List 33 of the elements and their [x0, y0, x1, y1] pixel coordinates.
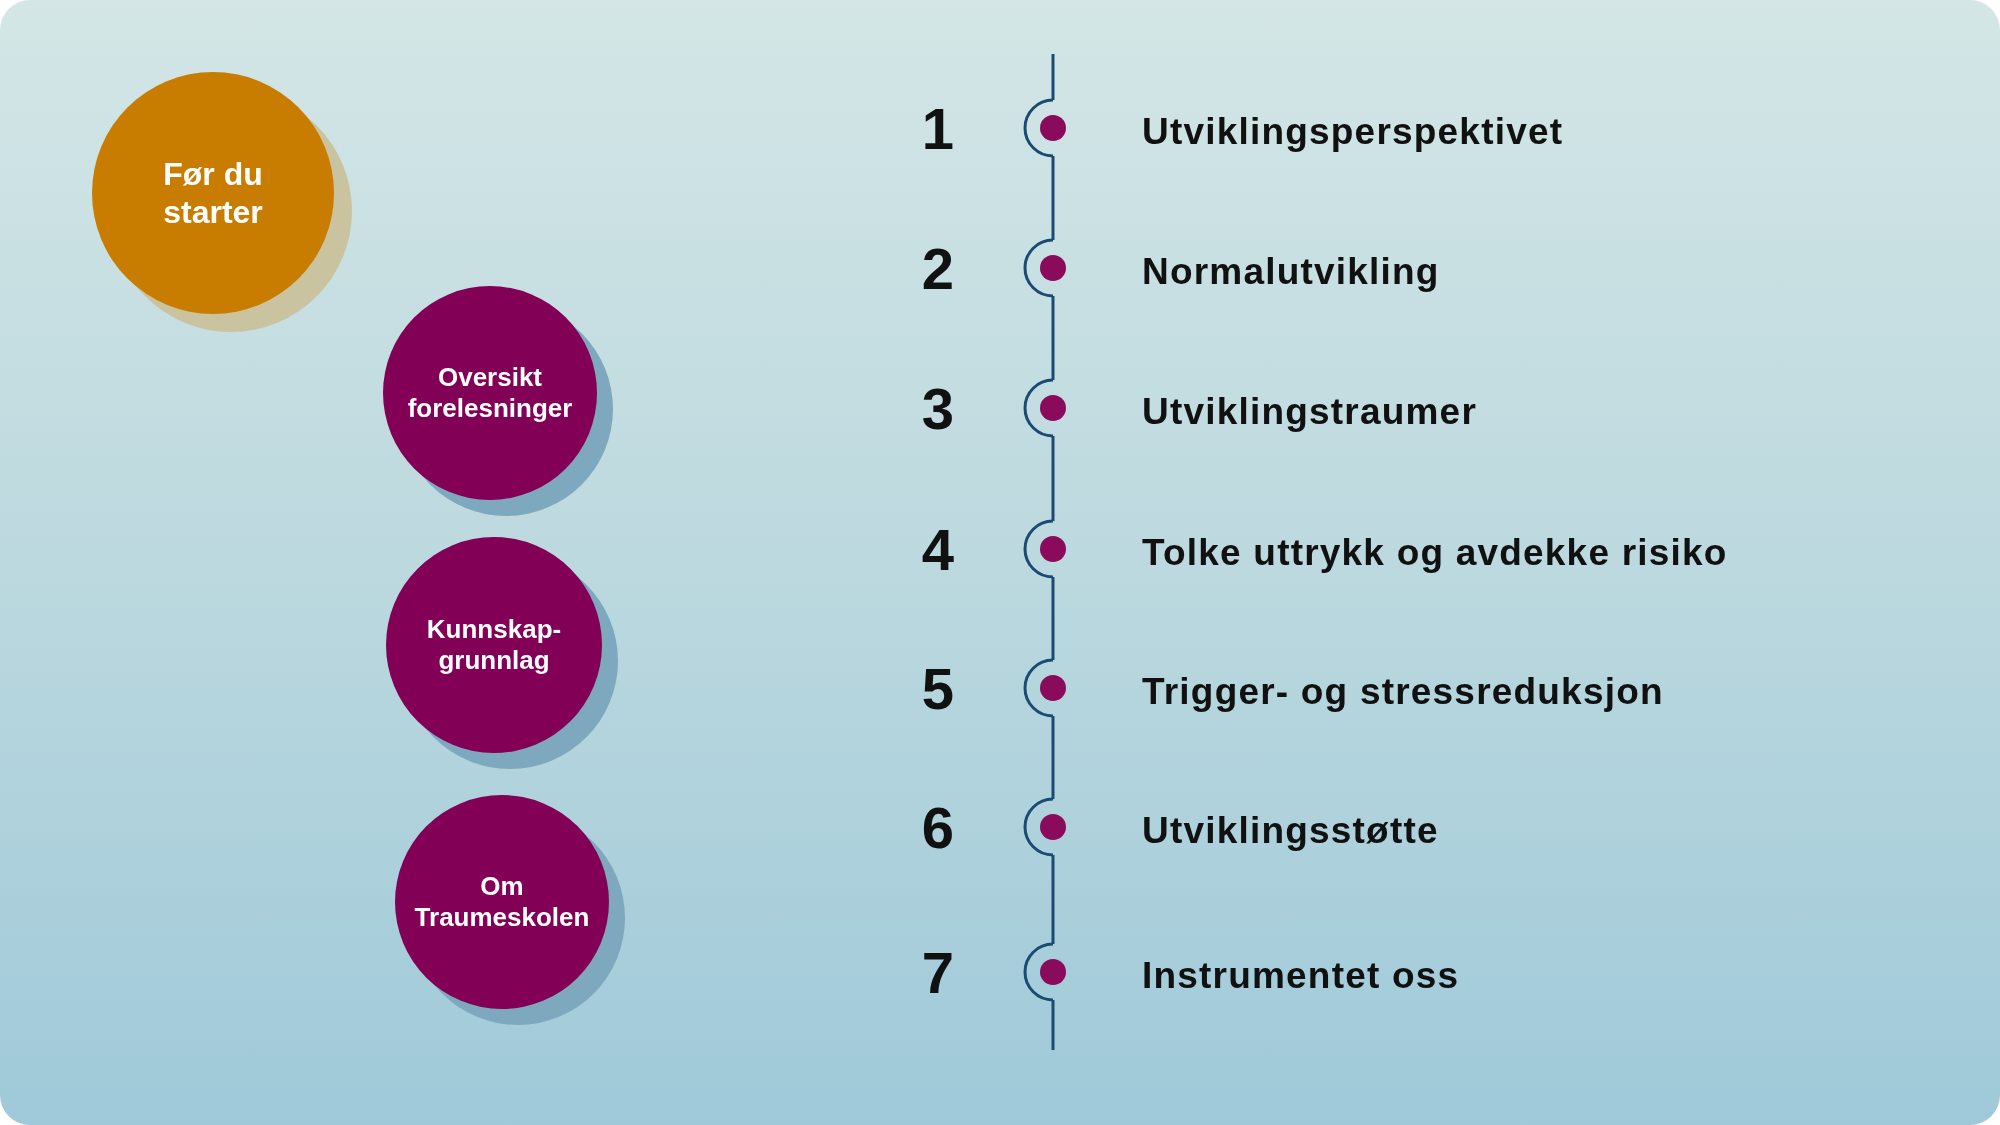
timeline-marker — [1023, 797, 1067, 857]
step-title: Utviklingsperspektivet — [1142, 110, 1564, 154]
timeline-line — [1051, 54, 1055, 100]
timeline-line — [1051, 156, 1055, 240]
topic-label: Før du starter — [162, 154, 264, 232]
timeline-line — [1051, 436, 1055, 521]
step-number: 7 — [920, 944, 956, 1002]
topic-label: Kunnskap- grunnlag — [425, 613, 563, 677]
topic-label: Oversikt forelesninger — [406, 361, 574, 425]
step-number: 4 — [920, 521, 956, 579]
step-number: 3 — [920, 380, 956, 438]
step-title: Instrumentet oss — [1142, 954, 1460, 998]
step-number: 5 — [920, 660, 956, 718]
step-number: 1 — [920, 100, 956, 158]
timeline-marker — [1023, 519, 1067, 579]
step-title: Tolke uttrykk og avdekke risiko — [1142, 531, 1728, 575]
timeline-marker — [1023, 658, 1067, 718]
topic-label: Om Traumeskolen — [413, 870, 591, 934]
step-number: 2 — [920, 240, 956, 298]
timeline-line — [1051, 296, 1055, 380]
step-title: Trigger- og stressreduksjon — [1142, 670, 1664, 714]
step-title: Utviklingstraumer — [1142, 390, 1477, 434]
timeline-line — [1051, 716, 1055, 799]
step-title: Normalutvikling — [1142, 250, 1440, 294]
step-number: 6 — [920, 799, 956, 857]
timeline-line — [1051, 577, 1055, 660]
timeline-marker — [1023, 98, 1067, 158]
timeline-marker — [1023, 238, 1067, 298]
timeline-line — [1051, 855, 1055, 944]
step-title: Utviklingsstøtte — [1142, 809, 1439, 853]
timeline-line — [1051, 1000, 1055, 1050]
timeline-marker — [1023, 942, 1067, 1002]
timeline-marker — [1023, 378, 1067, 438]
